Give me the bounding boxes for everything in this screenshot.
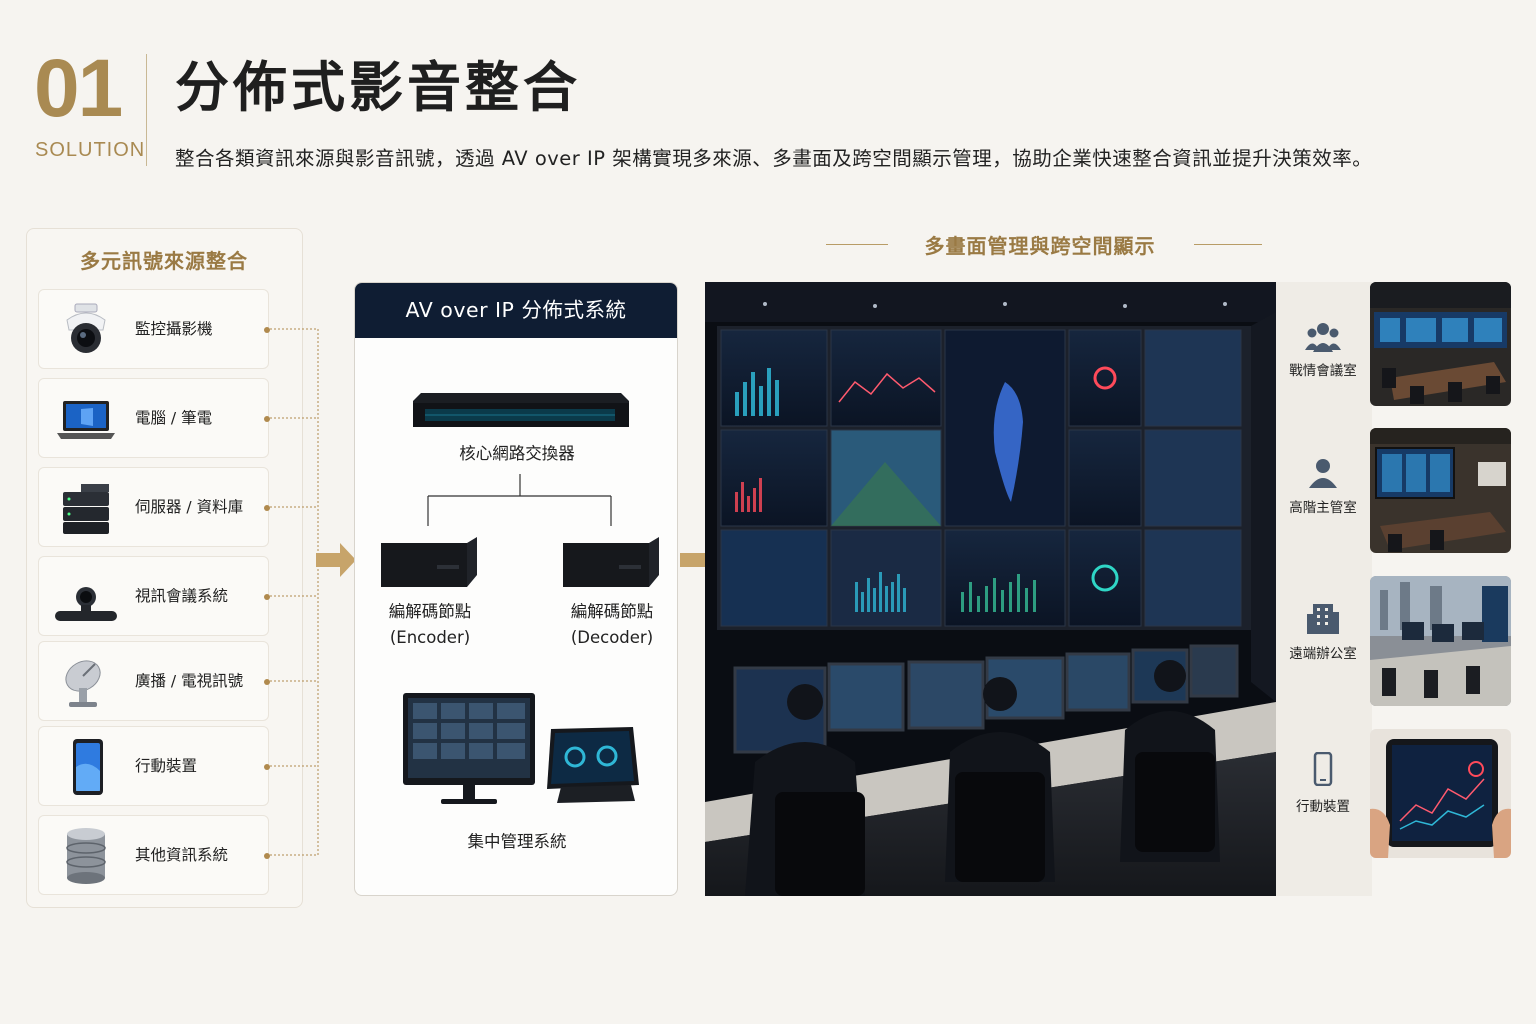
encoder-device-icon — [381, 537, 477, 587]
source-label-camera: 監控攝影機 — [135, 320, 213, 338]
network-switch-icon — [413, 393, 629, 427]
encoder-title: 編解碼節點 — [388, 602, 472, 621]
source-card-broadcast: 廣播 / 電視訊號 — [38, 641, 270, 721]
connector-dot — [264, 594, 270, 600]
executive-office-photo — [1370, 428, 1511, 553]
group-people-icon — [1305, 323, 1341, 352]
smartphone-icon — [73, 739, 103, 795]
source-label-broadcast: 廣播 / 電視訊號 — [135, 672, 244, 690]
source-card-videoconf: 視訊會議系統 — [38, 556, 270, 636]
video-conference-icon — [55, 587, 117, 621]
decoder-label: 編解碼節點 (Decoder) — [537, 599, 677, 651]
destinations-panel — [1276, 282, 1372, 896]
war-room-photo — [1370, 282, 1511, 406]
destination-label-executive: 高階主管室 — [1289, 500, 1357, 516]
destination-label-war-room: 戰情會議室 — [1289, 363, 1357, 379]
management-label: 集中管理系統 — [467, 832, 567, 851]
av-system-title: AV over IP 分佈式系統 — [355, 283, 677, 338]
title-rule-right — [1194, 244, 1262, 245]
switch-label: 核心網路交換器 — [459, 444, 575, 463]
source-card-camera: 監控攝影機 — [38, 289, 270, 369]
source-label-mobile: 行動裝置 — [135, 757, 198, 775]
source-label-server: 伺服器 / 資料庫 — [135, 498, 244, 516]
decoder-title: 編解碼節點 — [570, 602, 654, 621]
mobile-device-photo — [1370, 729, 1511, 858]
section-number: 01 — [34, 43, 123, 134]
laptop-icon — [57, 401, 115, 439]
source-label-other: 其他資訊系統 — [135, 846, 229, 864]
connector-dot — [264, 679, 270, 685]
header-divider — [146, 54, 147, 166]
control-room-video-wall — [705, 282, 1276, 896]
page-title: 分佈式影音整合 — [175, 56, 581, 119]
source-card-mobile: 行動裝置 — [38, 726, 270, 806]
decoder-device-icon — [563, 537, 659, 587]
connector-dot — [264, 416, 270, 422]
decoder-subtitle: (Decoder) — [570, 628, 654, 647]
mobile-device-icon — [1313, 752, 1333, 786]
solution-label: SOLUTION — [35, 139, 146, 161]
office-building-icon — [1307, 604, 1339, 634]
connector-dot — [264, 505, 270, 511]
switch-tree-lines — [427, 474, 612, 526]
encoder-label: 編解碼節點 (Encoder) — [355, 599, 505, 651]
display-title: 多畫面管理與跨空間顯示 — [924, 234, 1156, 258]
connector-dot — [264, 853, 270, 859]
person-icon — [1309, 459, 1337, 488]
destination-label-mobile: 行動裝置 — [1296, 799, 1350, 815]
database-icon — [66, 828, 106, 884]
source-card-other: 其他資訊系統 — [38, 815, 270, 895]
remote-office-photo — [1370, 576, 1511, 706]
av-system-panel: AV over IP 分佈式系統 核心網路交換器 編解碼節點 (Encoder) — [354, 282, 678, 896]
source-card-server: 伺服器 / 資料庫 — [38, 467, 270, 547]
server-icon — [63, 484, 109, 534]
source-card-laptop: 電腦 / 筆電 — [38, 378, 270, 458]
encoder-subtitle: (Encoder) — [389, 628, 471, 647]
source-label-videoconf: 視訊會議系統 — [135, 587, 229, 605]
page-subtitle: 整合各類資訊來源與影音訊號，透過 AV over IP 架構實現多來源、多畫面及… — [175, 147, 1373, 170]
management-console-icon — [403, 693, 639, 804]
sources-title: 多元訊號來源整合 — [80, 249, 248, 273]
satellite-dish-icon — [65, 660, 101, 707]
video-wall-illustration — [705, 282, 1276, 896]
flow-arrow-left — [316, 543, 356, 577]
connector-dot — [264, 764, 270, 770]
security-camera-icon — [66, 303, 106, 353]
title-rule-left — [826, 244, 888, 245]
destination-label-remote-office: 遠端辦公室 — [1289, 646, 1357, 662]
source-label-laptop: 電腦 / 筆電 — [135, 409, 213, 427]
connector-dot — [264, 327, 270, 333]
